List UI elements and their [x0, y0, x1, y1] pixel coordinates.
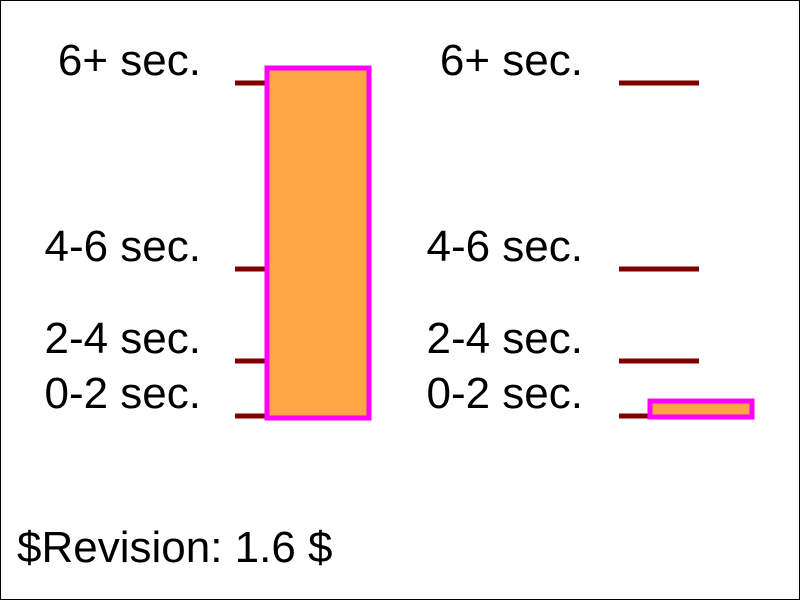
tick-label: 2-4 sec. [44, 314, 201, 363]
tick-label: 0-2 sec. [44, 369, 201, 418]
tick-label: 6+ sec. [58, 36, 201, 85]
tick-label: 0-2 sec. [426, 369, 583, 418]
tick-label: 4-6 sec. [426, 222, 583, 271]
tick-label: 4-6 sec. [44, 222, 201, 271]
bar [264, 65, 372, 421]
bar [647, 398, 755, 420]
revision-label: $Revision: 1.6 $ [17, 523, 333, 572]
tick-label: 6+ sec. [440, 36, 583, 85]
tick-label: 2-4 sec. [426, 314, 583, 363]
